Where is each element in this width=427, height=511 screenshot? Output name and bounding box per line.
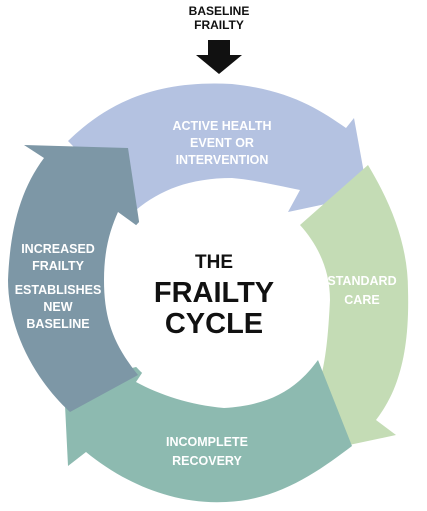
active-label-line3: INTERVENTION — [176, 153, 269, 167]
active-label-line1: ACTIVE HEALTH — [172, 119, 271, 133]
increased-label-line1: INCREASED — [21, 242, 95, 256]
increased-label-line2: FRAILTY — [32, 259, 85, 273]
active-label-line2: EVENT OR — [190, 136, 254, 150]
increased-label-line5: BASELINE — [26, 317, 89, 331]
baseline-frailty-label-line1: BASELINE — [189, 4, 250, 18]
baseline-frailty-label-line2: FRAILTY — [194, 18, 244, 32]
segment-increased-frailty — [8, 145, 140, 412]
segment-incomplete-recovery — [64, 360, 352, 503]
increased-label-line3: ESTABLISHES — [15, 283, 102, 297]
incomplete-label-line2: RECOVERY — [172, 454, 242, 468]
center-title-line2: FRAILTY — [154, 277, 274, 309]
increased-label-line4: NEW — [43, 300, 72, 314]
center-title-line3: CYCLE — [165, 308, 263, 340]
baseline-frailty-arrow — [196, 40, 242, 74]
segment-active-health-event — [68, 83, 368, 212]
standard-label-line1: STANDARD — [327, 274, 396, 288]
standard-label-line2: CARE — [344, 293, 379, 307]
center-circle — [109, 190, 321, 402]
center-title-line1: THE — [195, 252, 233, 273]
segment-standard-care — [300, 165, 409, 452]
incomplete-label-line1: INCOMPLETE — [166, 435, 248, 449]
